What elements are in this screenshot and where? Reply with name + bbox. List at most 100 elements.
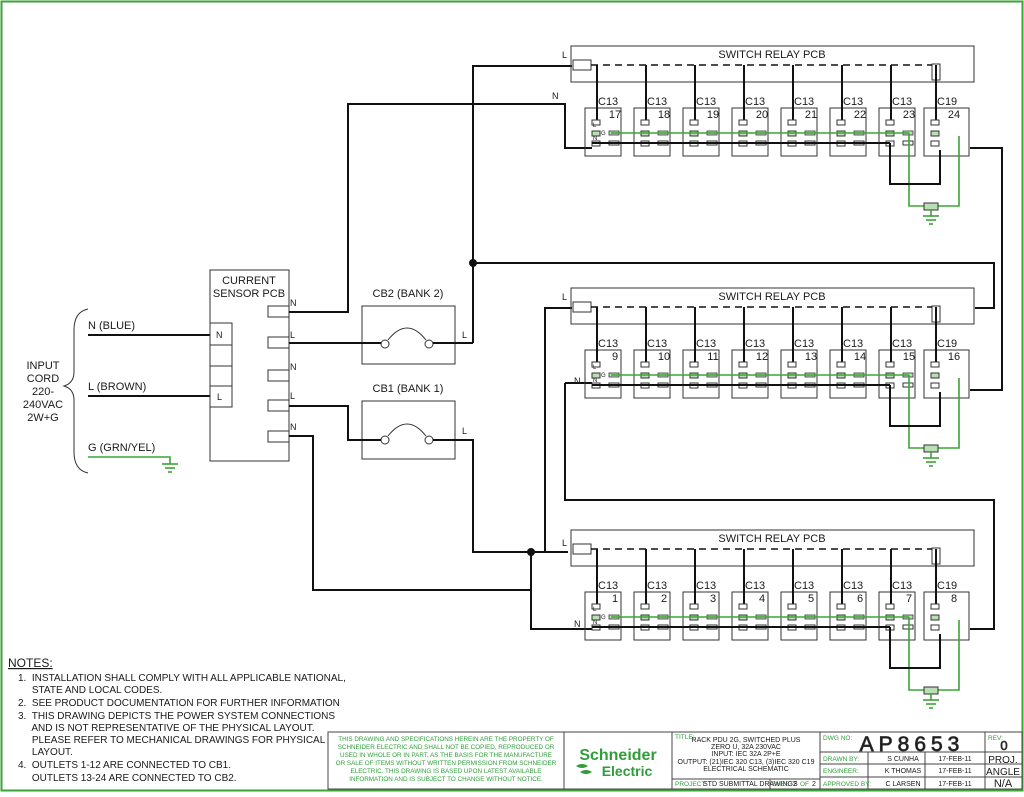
cb2-box [361,305,456,365]
outlet-number-label: 4 [759,593,765,605]
relay-input-connector [572,301,592,313]
main-wiring [289,65,1003,630]
outlet-type-label: C13 [892,96,912,108]
outlet-type-label: C13 [696,580,716,592]
sensor-out-label-3: N [290,362,297,372]
outlet-type-label: C19 [937,580,957,592]
legal-line-4: OR SALE OF ITEMS WITHOUT WRITTEN PERMISS… [336,760,557,767]
outlet-type-label: C13 [892,338,912,350]
title-line-2: ZERO U, 32A 230VAC [711,744,781,751]
breaker-cb2: CB2 (BANK 2) L [361,288,467,365]
note-line-2: STATE AND LOCAL CODES. [18,685,162,696]
sheet-total: 2 [812,781,816,788]
outlet-box [633,349,671,399]
title-line-3: INPUT: IEC 32A 2P+E [711,751,780,758]
note-line-6: PLEASE REFER TO MECHANICAL DRAWINGS FOR … [18,735,326,746]
title-line-1: RACK PDU 2G, SWITCHED PLUS [692,737,801,744]
outlet-type-label: C13 [843,96,863,108]
outlet-bank-2: SWITCH RELAY PCBLNC139LGNC1310C1311C1312… [562,287,975,467]
input-cord-brace [62,308,89,474]
outlet-type-label: C13 [696,96,716,108]
outlet-number-label: 2 [661,593,667,605]
approved-value: C LARSEN [885,781,920,788]
relay-input-connector [572,543,592,555]
na-value: N/A [994,778,1013,790]
legal-line-3: USED IN WHOLE OR IN PART, AS THE BASIS F… [340,752,552,759]
cb2-label: CB2 (BANK 2) [373,288,444,300]
breaker-cb1: CB1 (BANK 1) L [361,383,467,460]
note-line-1: 1. INSTALLATION SHALL COMPLY WITH ALL AP… [18,673,346,684]
pin-g-label: G [601,373,606,379]
sensor-terminal-4 [267,399,290,412]
outlet-type-label: C13 [696,338,716,350]
bank-ground-icon [923,452,939,467]
sensor-out-label-1: N [290,298,297,308]
outlet-number-label: 13 [805,351,817,363]
outlet-type-label: C13 [647,96,667,108]
project-value: STD SUBMITTAL DRAWINGS [703,781,798,788]
input-cord-line-2: CORD [27,373,59,385]
proj-angle-line-1: PROJ. [988,755,1017,766]
outlet-number-label: 8 [951,593,957,605]
sensor-out-label-2: L [290,330,295,340]
sensor-input-l-label: L [217,392,222,402]
outlet-number-label: 24 [948,109,960,121]
outlet-number-label: 14 [854,351,866,363]
outlet-box [731,591,769,641]
current-sensor-title-2: SENSOR PCB [213,288,285,300]
bank-l-label: L [562,292,567,302]
switch-relay-pcb [570,45,975,83]
legal-line-1: THIS DRAWING AND SPECIFICATIONS HEREIN A… [338,736,554,743]
cb1-box [361,400,456,460]
outlet-bank-1: SWITCH RELAY PCBLNC131LGNC132C133C134C13… [562,529,975,709]
sensor-terminal-3 [267,369,290,382]
outlet-number-label: 16 [948,351,960,363]
sensor-terminal-5 [267,430,290,443]
line-wire-label: L (BROWN) [88,381,146,393]
outlet-number-label: 20 [756,109,768,121]
dwg-no-label: DWG NO: [823,735,852,742]
outlet-number-label: 11 [707,351,718,363]
pin-n-label: N [593,378,597,384]
outlet-number-label: 12 [756,351,768,363]
sensor-terminal-1 [267,305,290,318]
pin-n-label: N [593,620,597,626]
outlet-number-label: 3 [710,593,716,605]
bank-l-label: L [562,50,567,60]
outlet-number-label: 5 [808,593,814,605]
outlet-box [780,591,818,641]
outlet-number-label: 17 [609,109,621,121]
outlet-number-label: 6 [857,593,863,605]
outlet-number-label: 18 [658,109,670,121]
note-line-4: 3. THIS DRAWING DEPICTS THE POWER SYSTEM… [18,711,335,722]
switch-relay-pcb [570,287,975,325]
outlet-type-label: C13 [794,580,814,592]
title-block: THIS DRAWING AND SPECIFICATIONS HEREIN A… [327,731,1023,790]
sensor-terminal-2 [267,336,290,349]
logo-line-1: Schneider [579,747,656,764]
outlet-box [633,107,671,157]
sheet-number: 2 [793,781,797,788]
legal-line-6: INFORMATION AND IS SUBJECT TO CHANGE WIT… [349,776,543,783]
input-cord-line-5: 2W+G [27,412,58,424]
input-cord-line-3: 220- [32,386,54,398]
outlet-type-label: C13 [598,96,618,108]
note-line-8: 4. OUTLETS 1-12 ARE CONNECTED TO CB1. [18,760,231,771]
drawn-by-label: DRAWN BY: [823,756,859,763]
sheet-label: SHEET [772,781,794,788]
dwg-number: AP8653 [860,733,965,756]
outlet-number-label: 19 [707,109,719,121]
outlet-type-label: C13 [843,580,863,592]
notes-section: NOTES: 1. INSTALLATION SHALL COMPLY WITH… [8,656,346,784]
relay-pcb-label: SWITCH RELAY PCB [718,49,825,61]
outlet-number-label: 10 [658,351,670,363]
bank-ground-icon [923,210,939,225]
outlet-number-label: 15 [903,351,915,363]
title-line-4: OUTPUT: (21)IEC 320 C13, (3)IEC 320 C19 [678,759,815,766]
note-line-5: AND IS NOT REPRESENTATIVE OF THE PHYSICA… [18,723,315,734]
input-cord: INPUT CORD 220- 240VAC 2W+G N (BLUE) L (… [23,308,210,474]
